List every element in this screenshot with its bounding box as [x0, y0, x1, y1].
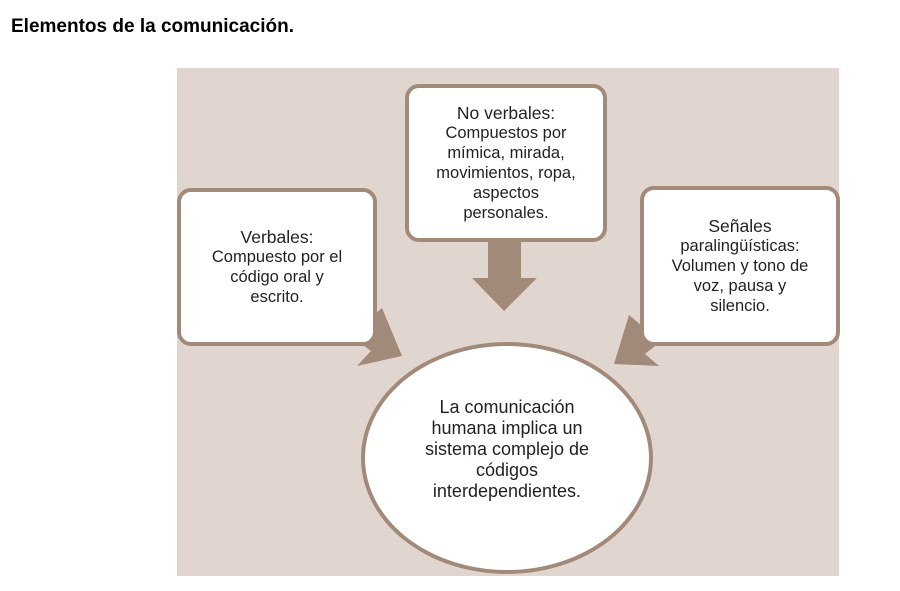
node-senales-heading: Señales — [708, 216, 772, 236]
node-senales-body: paralingüísticas: Volumen y tono de voz,… — [671, 237, 809, 315]
node-verbales-heading: Verbales: — [240, 227, 314, 247]
node-no-verbales: No verbales: Compuestos por mímica, mira… — [405, 84, 607, 242]
node-verbales: Verbales: Compuesto por el código oral y… — [177, 188, 377, 346]
node-center: La comunicación humana implica un sistem… — [361, 342, 653, 574]
communication-diagram: Verbales: Compuesto por el código oral y… — [177, 68, 840, 576]
node-verbales-body: Compuesto por el código oral y escrito. — [211, 248, 343, 306]
node-no-verbales-body: Compuestos por mímica, mirada, movimient… — [436, 124, 576, 222]
arrow-no-verbales-to-center — [472, 240, 537, 311]
node-no-verbales-heading: No verbales: — [456, 103, 556, 123]
node-senales: Señales paralingüísticas: Volumen y tono… — [640, 186, 840, 346]
page-title: Elementos de la comunicación. — [11, 16, 294, 37]
arrow-senales-to-center — [614, 315, 660, 366]
